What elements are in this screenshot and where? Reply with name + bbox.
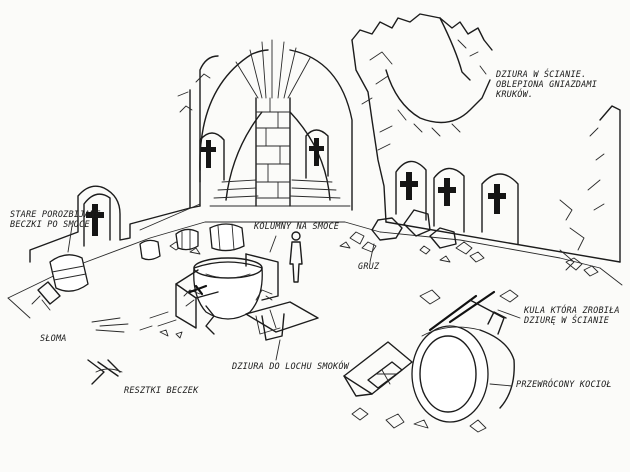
label-ball-broke-wall: KULA KTÓRA ZROBIŁA DZIURĘ W ŚCIANIE bbox=[524, 306, 620, 326]
label-old-barrels-line-1: STARE POROZBIJANE bbox=[10, 210, 101, 220]
label-dragon-columns: KOLUMNY NA SMOCE bbox=[254, 222, 340, 232]
room-floor bbox=[7, 221, 623, 319]
label-hole-to-dragon-pit: DZIURA DO LOCHU SMOKÓW bbox=[232, 362, 349, 372]
label-hole-in-wall-line-1: DZIURA W ŚCIANIE. bbox=[496, 70, 587, 80]
overturned-cauldron bbox=[343, 289, 519, 433]
label-straw: SŁOMA bbox=[40, 334, 67, 344]
rubble-piles bbox=[169, 209, 599, 277]
human-figure bbox=[289, 231, 303, 283]
leader-lines bbox=[67, 225, 521, 387]
central-vault bbox=[199, 39, 353, 211]
pit-hole bbox=[245, 289, 319, 341]
barrels bbox=[31, 223, 245, 311]
label-ball-broke-wall-line-2: DZIURĘ W ŚCIANIE bbox=[524, 316, 610, 326]
label-old-barrels-line-2: BECZKI PO SMOCE bbox=[10, 220, 90, 230]
cauldron-stand bbox=[139, 253, 279, 339]
label-hole-in-wall-line-2: OBLEPIONA GNIAZDAMI bbox=[496, 80, 598, 90]
left-wall bbox=[29, 55, 225, 263]
straw-debris bbox=[87, 317, 129, 385]
label-overturned-cauldron: PRZEWRÓCONY KOCIOŁ bbox=[516, 380, 612, 390]
label-hole-in-wall-line-3: KRUKÓW. bbox=[496, 90, 534, 100]
label-old-barrels: STARE POROZBIJANE BECZKI PO SMOCE bbox=[10, 210, 100, 230]
label-rubble: GRUZ bbox=[358, 262, 380, 272]
label-ball-broke-wall-line-1: KULA KTÓRA ZROBIŁA bbox=[524, 306, 620, 316]
label-barrel-bands: RESZTKI BECZEK bbox=[124, 386, 199, 396]
right-wall bbox=[351, 13, 621, 271]
label-hole-in-wall: DZIURA W ŚCIANIE. OBLEPIONA GNIAZDAMI KR… bbox=[496, 70, 597, 100]
